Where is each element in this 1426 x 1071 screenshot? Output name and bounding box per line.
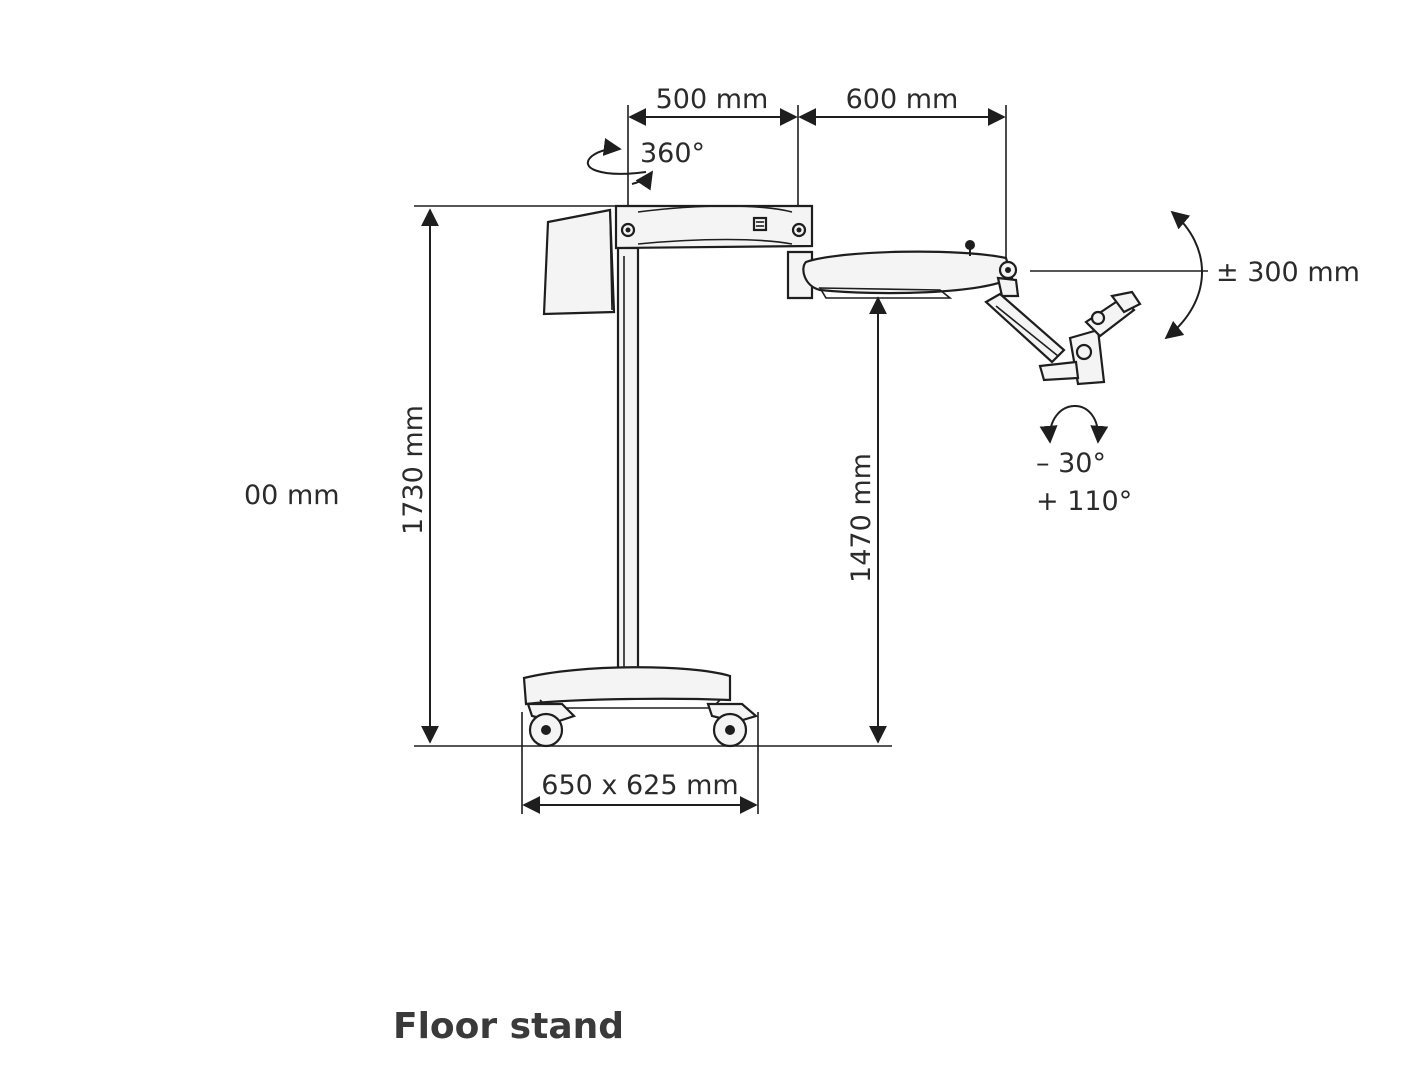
dim-label-footprint: 650 x 625 mm <box>541 770 738 801</box>
dim-label-600: 600 mm <box>846 84 959 115</box>
rotation-arrow-icon <box>586 138 647 175</box>
diagram-caption: Floor stand <box>393 1006 625 1047</box>
tilt-minus-label: – 30° <box>1036 448 1106 479</box>
arm-reach-dimensions: 500 mm 600 mm <box>627 84 1007 262</box>
microscope-head <box>984 276 1142 386</box>
caster-right <box>706 702 759 748</box>
vertical-travel-label: ± 300 mm <box>1216 257 1360 288</box>
rotation-label: 360° <box>640 138 705 169</box>
eyepiece <box>1110 290 1142 314</box>
arm-height-dimension: 1470 mm <box>846 296 887 744</box>
dim-label-500: 500 mm <box>656 84 769 115</box>
tilt-plus-label: + 110° <box>1036 486 1132 517</box>
spring-arm <box>802 250 1014 295</box>
handle <box>1038 360 1080 382</box>
base-plate <box>522 666 732 706</box>
stand-base <box>522 666 759 748</box>
dim-label-1730: 1730 mm <box>398 405 429 535</box>
partial-dimension-label: 00 mm <box>244 480 340 511</box>
control-box <box>542 208 616 316</box>
tilt-indicator: – 30° + 110° <box>1036 405 1132 517</box>
rotation-indicator: 360° <box>586 138 705 191</box>
tilt-arrow-icon <box>1039 405 1109 444</box>
base-footprint-dimension: 650 x 625 mm <box>521 712 759 814</box>
adjust-knob <box>965 240 975 250</box>
arm-switch <box>752 216 768 232</box>
floor-stand <box>542 204 1208 674</box>
overall-height-dimension: 1730 mm <box>398 205 892 747</box>
stand-column <box>616 246 640 674</box>
caster-left <box>526 702 577 748</box>
dim-label-1470: 1470 mm <box>846 453 877 583</box>
vertical-travel-indicator: ± 300 mm <box>1164 210 1360 340</box>
vertical-travel-arrow-icon <box>1164 210 1203 340</box>
